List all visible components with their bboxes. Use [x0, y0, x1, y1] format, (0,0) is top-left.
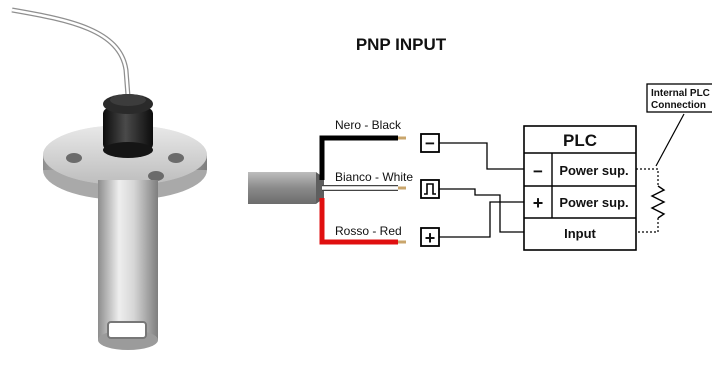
diagram-title: PNP INPUT — [356, 35, 447, 54]
callout-line2: Connection — [651, 100, 706, 111]
pulse-icon — [424, 183, 436, 195]
terminal-minus: − — [420, 133, 440, 153]
plc-block: PLC − Power sup. + Power sup. Input — [523, 125, 637, 251]
resistor-icon — [650, 185, 666, 219]
wire-red: Rosso - Red — [319, 198, 406, 245]
bolt-hole-icon — [66, 153, 82, 163]
plc-header: PLC — [563, 131, 597, 150]
level-sensor-illustration — [11, 7, 207, 350]
plc-minus-icon: − — [533, 162, 543, 181]
terminal-plus: + — [420, 227, 440, 248]
callout-box — [646, 83, 712, 113]
terminal-signal — [420, 179, 440, 199]
minus-icon: − — [425, 134, 435, 153]
bolt-hole-icon — [148, 171, 164, 181]
float-slot — [107, 321, 147, 339]
plus-icon: + — [425, 228, 436, 248]
callout-line1: Internal PLC — [651, 88, 710, 99]
bolt-hole-icon — [168, 153, 184, 163]
wire-white-label: Bianco - White — [335, 170, 413, 184]
plc-plus-icon: + — [533, 193, 544, 213]
plc-power-supply-minus-label: Power sup. — [559, 163, 628, 178]
wire-white: Bianco - White — [322, 170, 413, 191]
multicore-cable — [248, 172, 324, 204]
internal-plc-connection: Internal PLC Connection — [636, 83, 712, 233]
plc-input-label: Input — [564, 226, 596, 241]
connection-lines — [439, 142, 524, 238]
plc-power-supply-plus-label: Power sup. — [559, 195, 628, 210]
cable-gland — [103, 108, 153, 150]
wire-red-label: Rosso - Red — [335, 224, 402, 238]
wire-black-label: Nero - Black — [335, 118, 402, 132]
sensor-stem — [98, 180, 158, 340]
wire-black: Nero - Black — [319, 118, 406, 180]
